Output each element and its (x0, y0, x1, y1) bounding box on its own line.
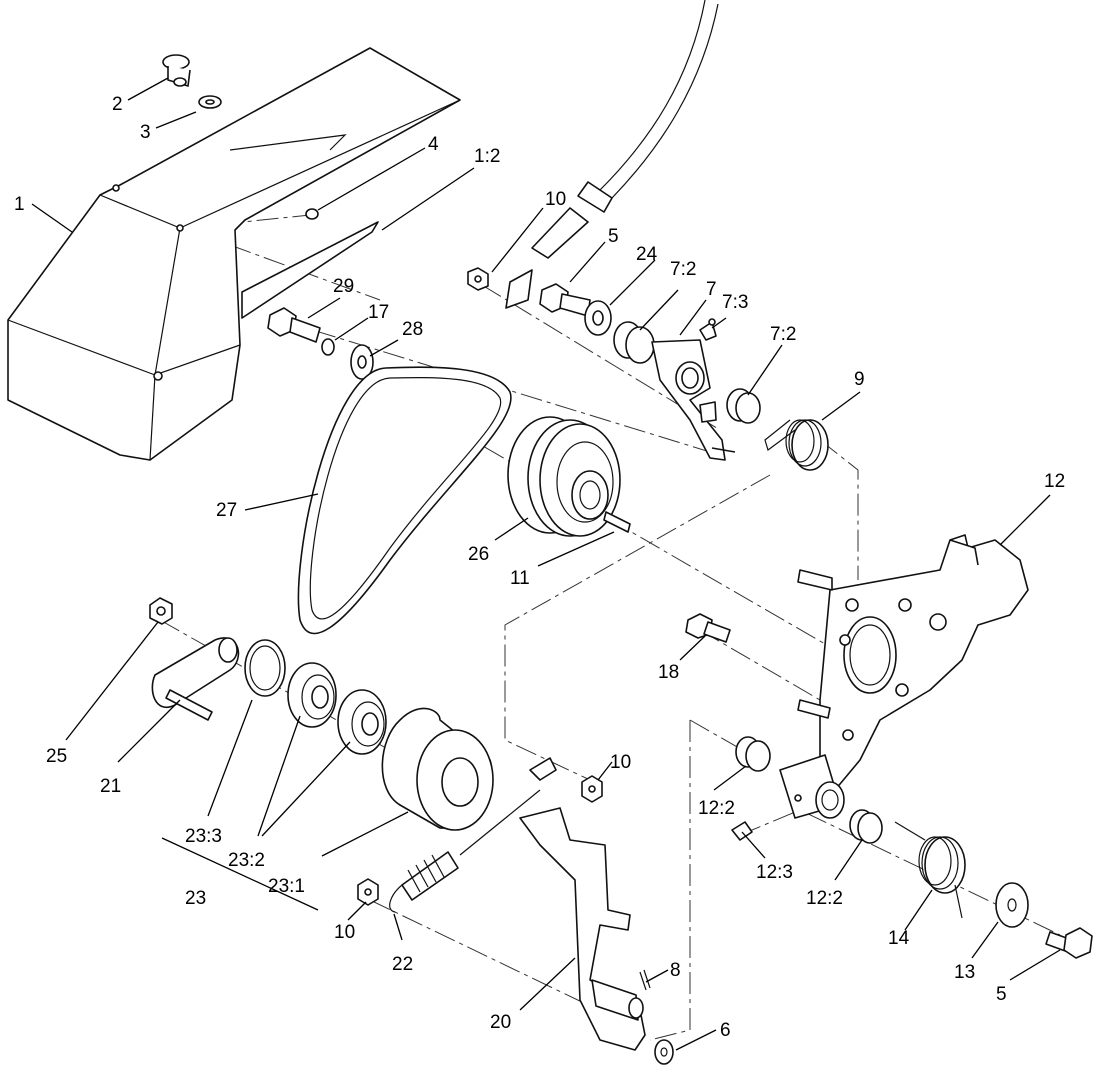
callout-6: 6 (720, 1020, 731, 1041)
callout-10-lower: 10 (334, 922, 355, 943)
callout-24: 24 (636, 244, 658, 265)
callout-12-2-upper: 12:2 (698, 798, 735, 819)
grommet-4 (305, 208, 319, 220)
torsion-spring-9 (764, 419, 829, 471)
callout-9: 9 (854, 369, 865, 390)
bushing-7-2-lower (726, 388, 761, 424)
washer-3 (198, 95, 222, 109)
callout-11: 11 (510, 568, 530, 589)
group-23-bracket (161, 837, 319, 911)
callout-14: 14 (888, 928, 910, 949)
nut-25 (149, 597, 173, 625)
callout-23: 23 (185, 888, 206, 909)
key-11 (603, 511, 631, 533)
v-belt-27 (297, 366, 512, 635)
knob-pin (162, 54, 191, 87)
callout-5-lower: 5 (996, 984, 1007, 1005)
torsion-spring-14 (894, 821, 966, 919)
callout-29: 29 (333, 276, 354, 297)
bushing-12-2-upper (735, 736, 771, 772)
callout-22: 22 (392, 954, 413, 975)
bolt-5-lower (1045, 927, 1093, 959)
callout-1: 1 (14, 194, 25, 215)
washer-13 (995, 882, 1029, 928)
control-cable (505, 0, 719, 309)
callout-3: 3 (140, 122, 151, 143)
idler-arm-7 (651, 339, 736, 461)
callout-7-2-upper: 7:2 (670, 259, 696, 280)
callout-27: 27 (216, 500, 237, 521)
idler-pulley-23-1 (381, 707, 494, 831)
nut-10-upper (467, 267, 489, 291)
callout-17: 17 (368, 302, 389, 323)
callout-4: 4 (428, 134, 439, 155)
callout-1-2: 1:2 (474, 146, 500, 167)
callout-26: 26 (468, 544, 489, 565)
washer-24 (584, 300, 612, 336)
bearing-23-2-a (287, 662, 337, 728)
lock-washer-17 (321, 338, 335, 356)
bracket-12 (797, 534, 1029, 791)
callout-12: 12 (1044, 471, 1065, 492)
callout-10-middle: 10 (610, 752, 631, 773)
callout-23-1: 23:1 (268, 876, 305, 897)
callout-21: 21 (100, 776, 121, 797)
extension-spring-22 (389, 757, 557, 913)
bolt-5-upper (539, 283, 591, 317)
bearing-23-2-b (337, 689, 387, 755)
leader-lines (31, 77, 1061, 1051)
bolt-29 (267, 307, 321, 343)
belt-cover (7, 47, 461, 461)
snap-ring-23-3 (244, 639, 286, 697)
nut-10-lower (357, 878, 379, 906)
callout-7-3: 7:3 (722, 292, 748, 313)
callout-25: 25 (46, 746, 67, 767)
cotter-pin-8 (639, 969, 651, 991)
washer-6 (654, 1039, 674, 1065)
callout-7: 7 (706, 279, 717, 300)
bushing-12-2-lower (849, 809, 883, 844)
callout-7-2-lower: 7:2 (770, 324, 796, 345)
callout-10-upper: 10 (545, 189, 566, 210)
callout-5-upper: 5 (608, 226, 619, 247)
washer-28 (350, 344, 374, 380)
nut-10-middle (581, 775, 603, 803)
callout-23-2: 23:2 (228, 850, 265, 871)
callout-23-3: 23:3 (185, 826, 222, 847)
callout-13: 13 (954, 962, 975, 983)
lever-arm-20 (519, 807, 646, 1051)
callout-20: 20 (490, 1012, 511, 1033)
grease-fitting-12-3 (731, 821, 753, 841)
grease-fitting-7-3 (699, 318, 717, 341)
callout-12-2-lower: 12:2 (806, 888, 843, 909)
callout-18: 18 (658, 662, 679, 683)
idler-arm-21 (151, 637, 240, 721)
callout-12-3: 12:3 (756, 862, 793, 883)
bolt-18 (685, 613, 731, 643)
callouts: 1 2 3 4 1:2 10 5 24 7:2 7 7:3 7:2 29 17 … (14, 94, 1065, 1041)
callout-28: 28 (402, 319, 423, 340)
pivot-hub (779, 754, 845, 819)
callout-8: 8 (670, 960, 681, 981)
bushing-7-2-upper (613, 321, 655, 364)
callout-2: 2 (112, 94, 123, 115)
pulley-26 (507, 416, 621, 537)
